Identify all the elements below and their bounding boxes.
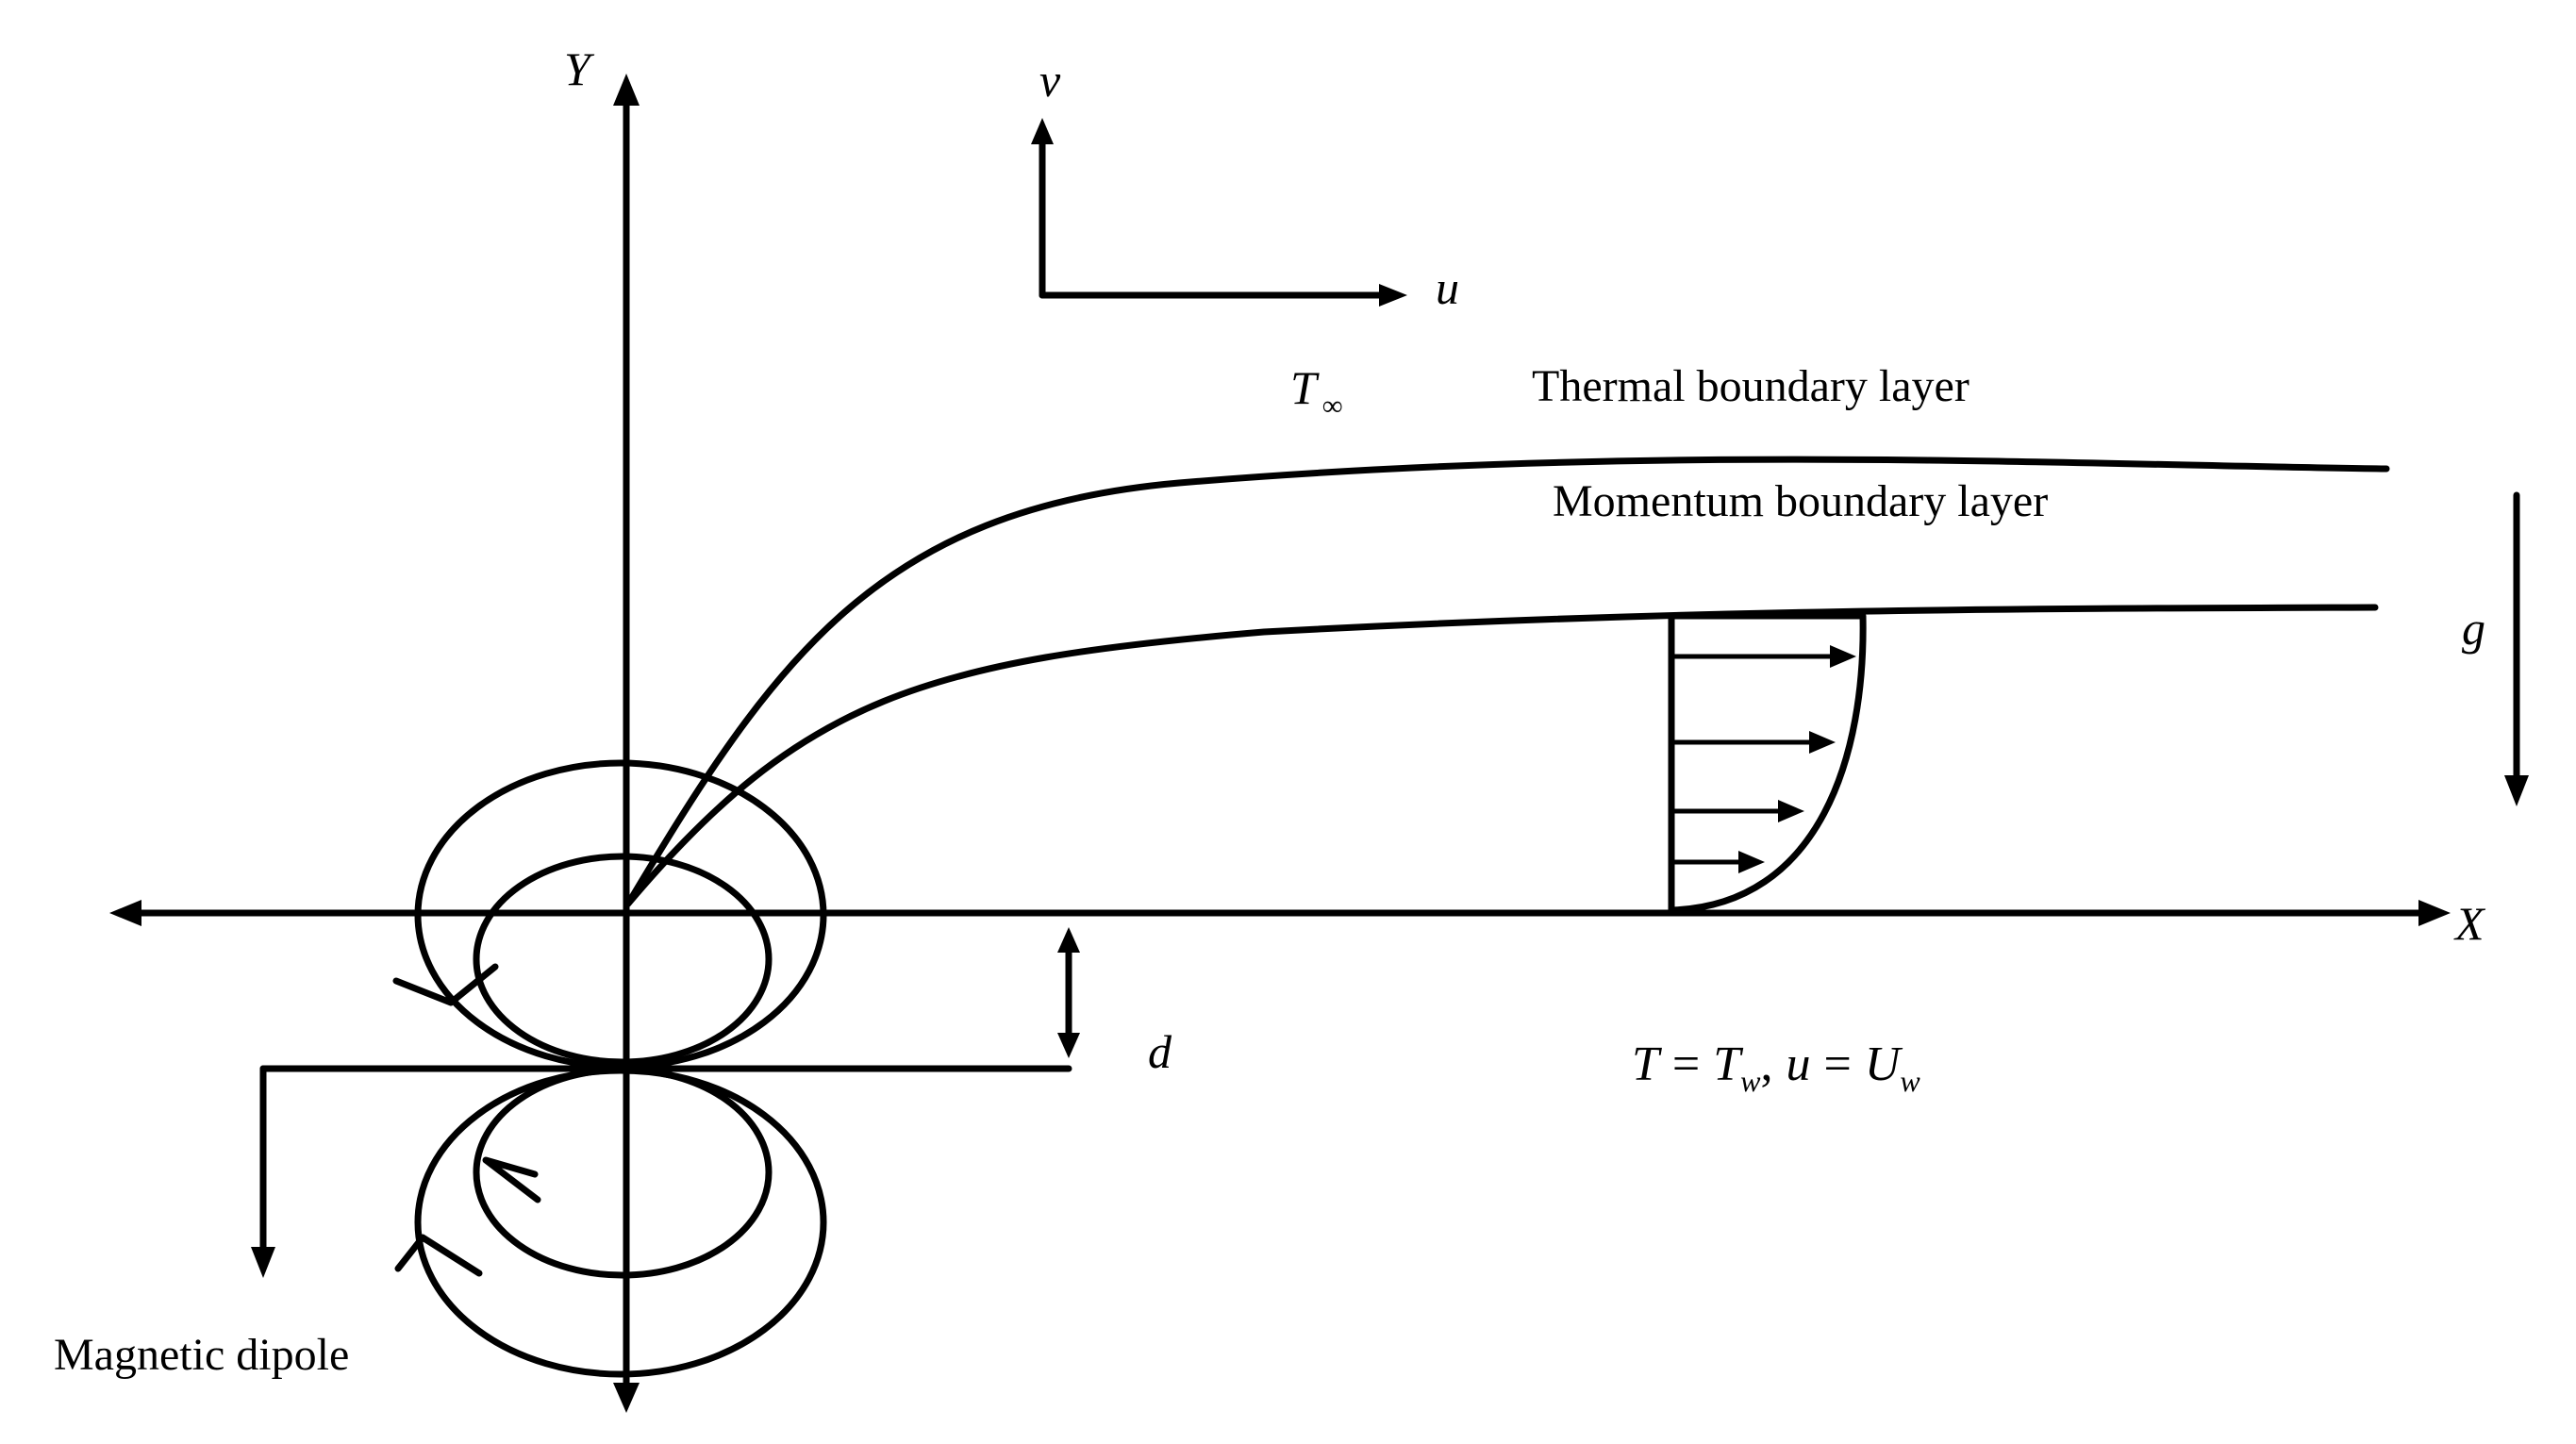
wall-uw: U [1865,1037,1903,1091]
wall-tw: T [1713,1037,1743,1091]
dipole-distance-marker: d [259,927,1172,1078]
velocity-profile [1668,612,1867,914]
distance-up-arrowhead [1057,927,1080,953]
wall-eq-2: = [1824,1037,1852,1091]
u-component-label: u [1436,261,1459,314]
profile-arrowhead-2 [1809,731,1836,754]
y-axis-up-arrowhead [613,74,640,106]
wall-eq-1: = [1672,1037,1700,1091]
dipole-lower-inner-loop [473,1066,773,1279]
u-direction-arrowhead [1379,284,1407,307]
y-axis-label: Y [564,42,595,95]
momentum-boundary-layer-label: Momentum boundary layer [1553,476,2048,526]
gravity-arrowhead [2504,775,2529,806]
profile-arrowhead-4 [1738,851,1765,873]
boundary-layers: Thermal boundary layer Momentum boundary… [624,361,2390,907]
magnetic-dipole: Magnetic dipole [54,759,827,1380]
magnetic-dipole-label: Magnetic dipole [54,1330,349,1380]
upper-loop-direction-marker [392,963,499,1006]
v-direction-arrowhead [1031,118,1054,144]
wall-t: T [1632,1037,1662,1091]
wall-condition-equation: T=Tw,u=Uw [1632,1037,1920,1098]
x-axis-label: X [2453,897,2486,950]
coordinate-axes: Y X [109,42,2486,1413]
dipole-upper-inner-loop [473,853,773,1066]
x-axis-left-arrowhead [109,900,141,926]
distance-down-arrowhead [1057,1033,1080,1058]
velocity-profile-curve [1668,612,1867,914]
gravity-label: g [2462,602,2485,655]
wall-uw-subscript: w [1900,1064,1920,1098]
dipole-pointer-arrowhead [251,1247,275,1278]
gravity-indicator: g [2462,491,2529,806]
lower-outer-loop-direction-marker [394,1234,483,1277]
t-infinity-symbol: T [1290,361,1320,414]
wall-u: u [1787,1037,1811,1091]
t-infinity-subscript: ∞ [1322,390,1342,422]
profile-arrowhead-3 [1778,800,1804,822]
v-component-label: v [1039,54,1061,107]
free-stream-temperature: T ∞ [1290,361,1342,422]
profile-arrowhead-1 [1830,645,1856,668]
velocity-frame: v u [1031,54,1459,314]
y-axis-down-arrowhead [613,1383,640,1413]
thermal-boundary-layer-label: Thermal boundary layer [1532,361,1969,411]
lower-inner-loop-direction-marker [482,1156,541,1203]
momentum-boundary-layer-curve [624,604,2379,907]
wall-tw-subscript: w [1740,1064,1761,1098]
dipole-lower-outer-loop [414,1067,827,1378]
wall-comma: , [1761,1037,1773,1091]
x-axis-right-arrowhead [2418,900,2451,926]
wall-condition: T=Tw,u=Uw [1632,1037,1920,1098]
thermal-boundary-layer-curve [624,456,2390,907]
distance-label: d [1148,1025,1172,1078]
